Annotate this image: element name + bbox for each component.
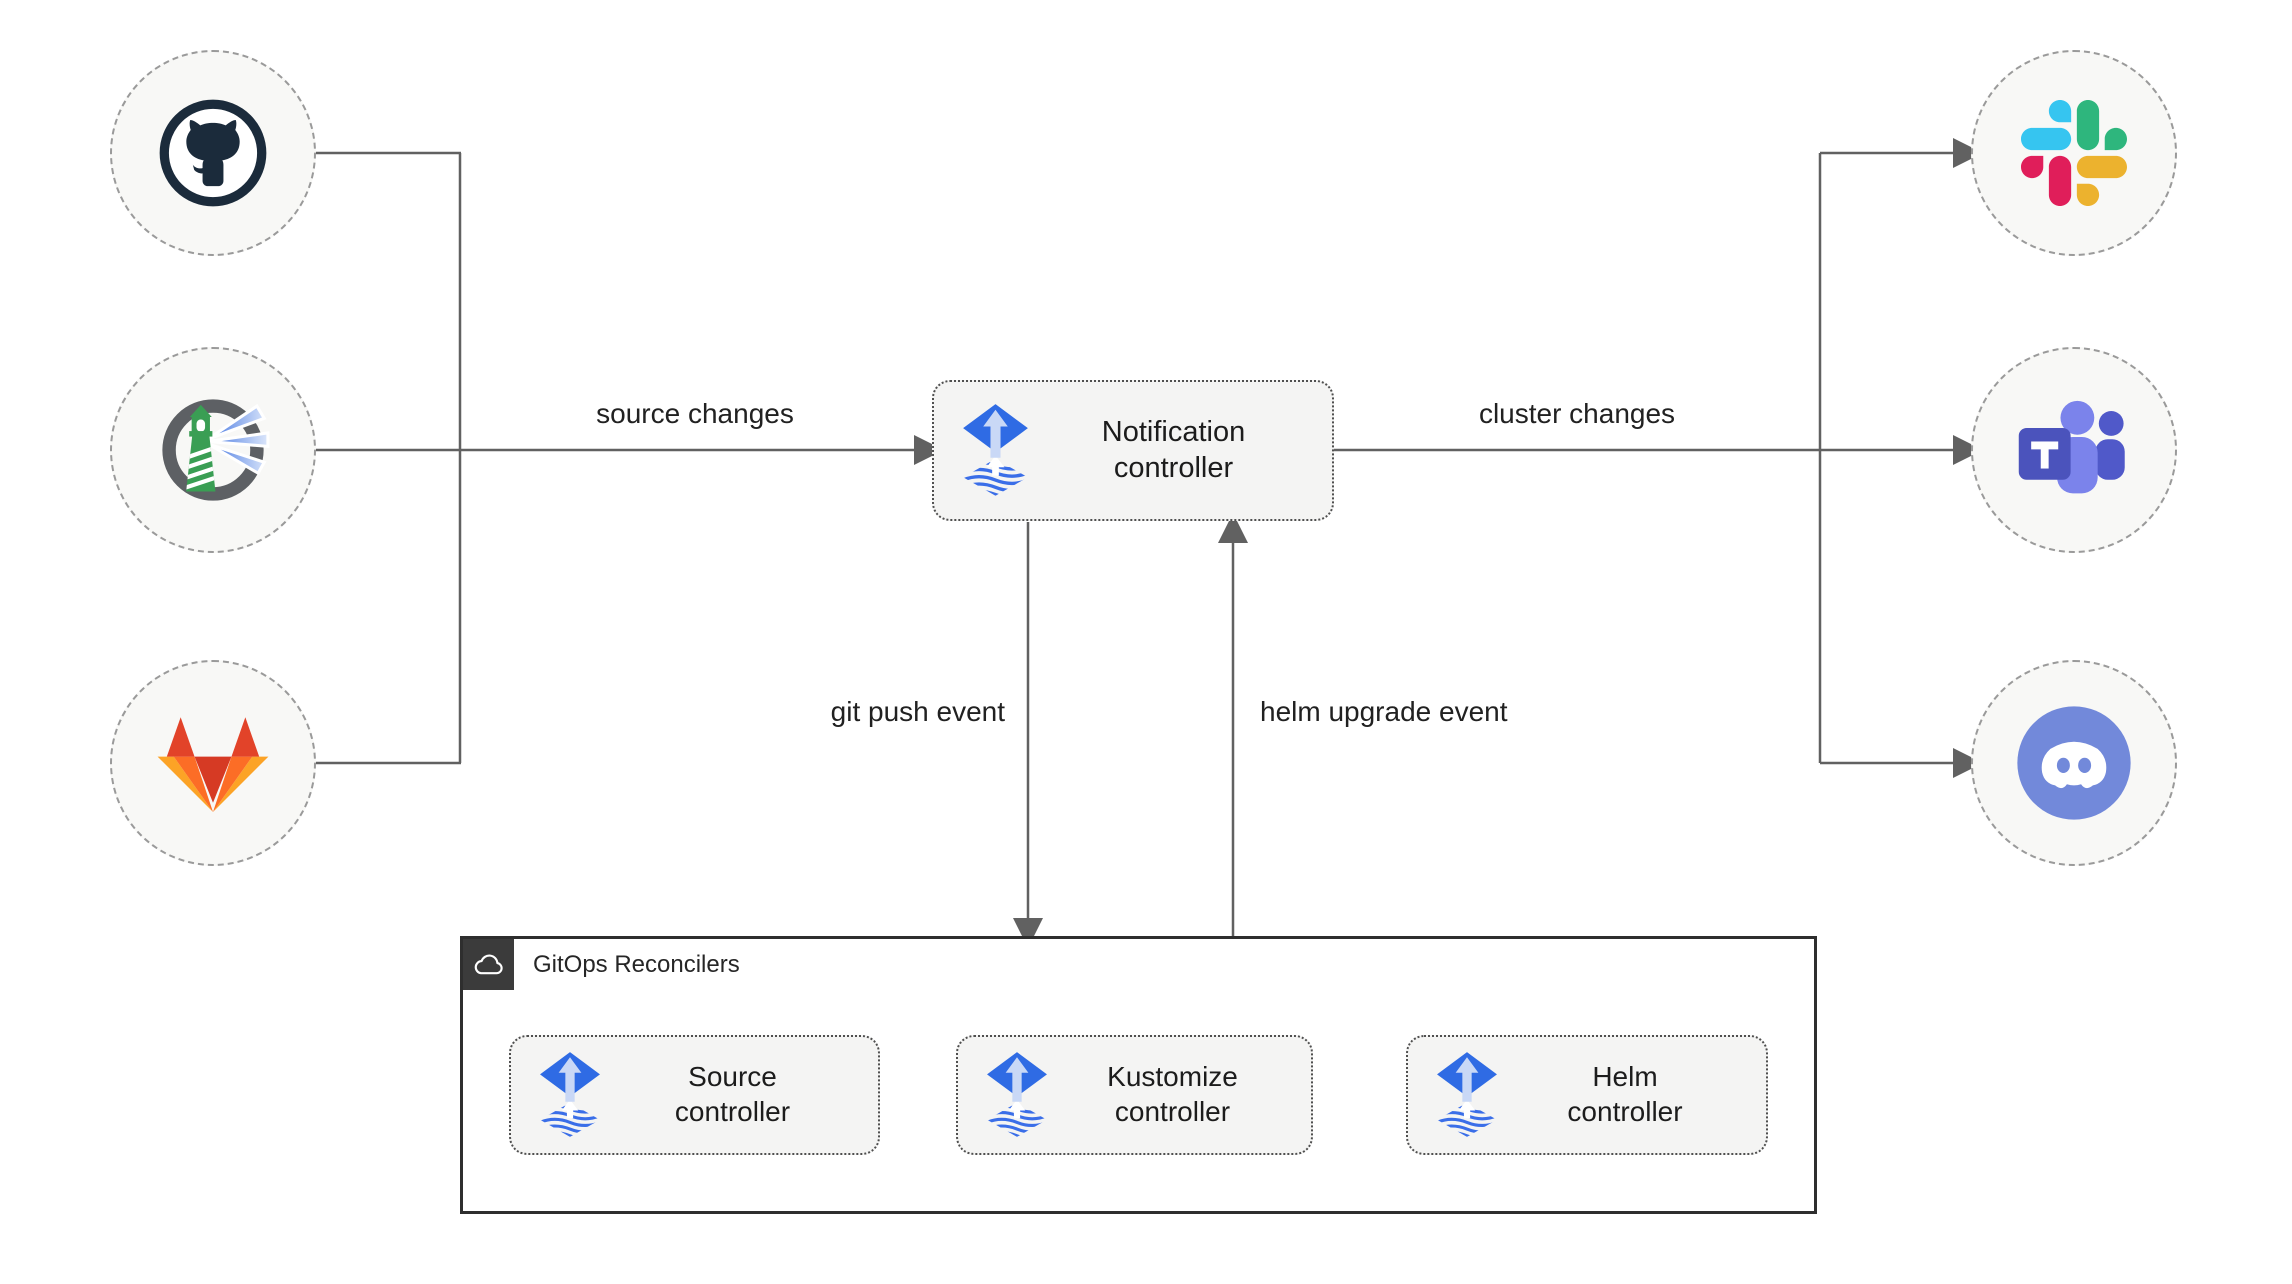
flux-icon [986,1051,1048,1139]
gitlab-icon [155,715,271,812]
edge-label-git-push-event: git push event [830,696,1005,727]
notification-controller-box: Notification controller [932,380,1334,521]
source-controller-label: Source controller [674,1061,791,1127]
discord-icon [2015,704,2133,822]
harbor-icon [152,389,274,511]
helm-controller-box: Helm controller [1406,1035,1768,1155]
notification-controller-label: Notification controller [1101,415,1246,484]
node-gitlab [110,660,316,866]
flux-icon [1436,1051,1498,1139]
edge-label-helm-upgrade-event: helm upgrade event [1260,696,1508,727]
kustomize-controller-box: Kustomize controller [956,1035,1313,1155]
gitops-reconcilers-title: GitOps Reconcilers [533,950,740,978]
source-controller-box: Source controller [509,1035,880,1155]
node-harbor [110,347,316,553]
edge-label-source-changes: source changes [596,398,794,429]
node-slack [1971,50,2177,256]
slack-icon [2021,100,2127,206]
node-discord [1971,660,2177,866]
gitops-reconcilers-container: GitOps Reconcilers Source controller Kus… [460,936,1817,1214]
flux-icon [539,1051,601,1139]
gitops-badge [463,939,514,990]
edge-label-cluster-changes: cluster changes [1478,398,1676,429]
node-github [110,50,316,256]
microsoft-teams-icon [2012,394,2136,507]
helm-controller-label: Helm controller [1567,1061,1683,1127]
flux-icon [962,403,1029,498]
node-teams [1971,347,2177,553]
github-icon [155,95,271,211]
kustomize-controller-label: Kustomize controller [1107,1061,1238,1127]
cloud-icon [472,948,506,982]
